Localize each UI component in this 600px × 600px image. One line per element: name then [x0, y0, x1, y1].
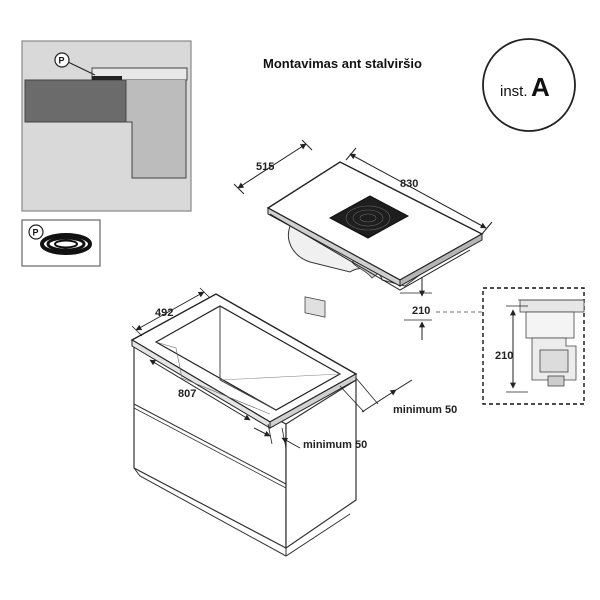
seal-marker-circle: [54, 52, 70, 68]
coil-marker-label: P: [33, 228, 39, 238]
seal-marker-label: P: [59, 56, 65, 66]
dim-cutout-depth: 492: [131, 287, 211, 337]
inst-badge: inst. A: [482, 38, 576, 132]
label-830: 830: [400, 178, 418, 190]
dim-min-front: minimum 50: [253, 423, 367, 451]
label-min-front: minimum 50: [303, 439, 367, 451]
seal-coil-box: P: [21, 219, 101, 267]
dim-install-depth: 210: [400, 278, 482, 340]
label-515: 515: [256, 161, 274, 173]
badge-letter: A: [531, 72, 550, 102]
diagram-title: Montavimas ant stalviršio: [263, 56, 422, 71]
label-210-detail: 210: [495, 350, 513, 362]
label-210-main: 210: [412, 305, 430, 317]
badge-prefix: inst.: [500, 83, 528, 100]
dim-hob-depth: 515: [233, 139, 313, 195]
cabinet: [130, 293, 358, 557]
seal-detail-panel: P: [21, 40, 192, 212]
label-min-right: minimum 50: [393, 404, 457, 416]
label-492: 492: [155, 307, 173, 319]
hob-appliance: [266, 161, 484, 318]
dim-hob-width: 830: [345, 147, 493, 235]
dim-min-right: minimum 50: [339, 377, 457, 416]
label-807: 807: [178, 388, 196, 400]
side-detail-box: 210: [482, 287, 585, 405]
dim-cutout-width: 807: [149, 359, 251, 421]
